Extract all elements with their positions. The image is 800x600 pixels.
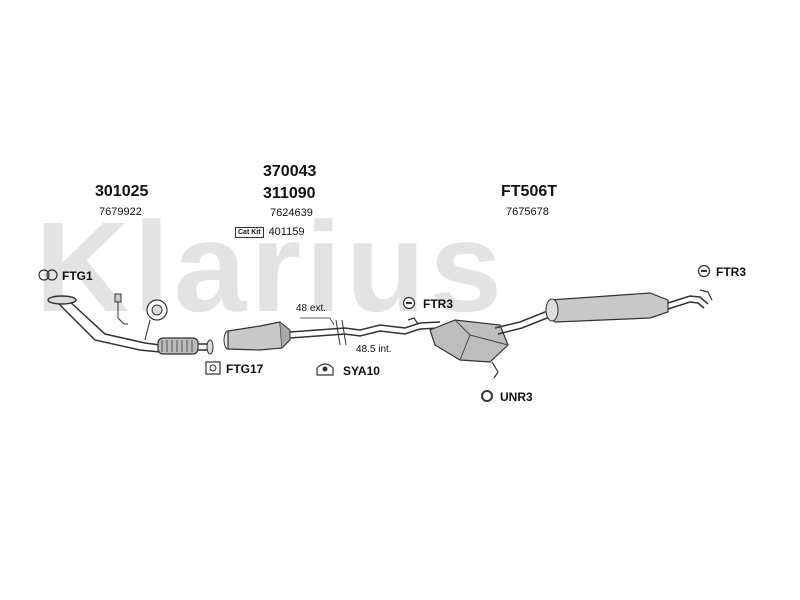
ftg1-label: FTG1 xyxy=(62,269,93,283)
ftr3-right-icon xyxy=(697,264,711,283)
unr3-icon xyxy=(480,389,494,408)
ftr3-right-label: FTR3 xyxy=(716,265,746,279)
rear-silencer xyxy=(545,289,713,323)
ftg1-icon xyxy=(38,268,58,287)
front-downpipe xyxy=(47,295,161,353)
centre-silencer xyxy=(429,307,563,363)
ftr3-mid-icon xyxy=(402,296,416,315)
lambda-sensor xyxy=(114,293,128,325)
measurement-ext: 48 ext. xyxy=(296,303,327,314)
sya10-label: SYA10 xyxy=(343,364,380,378)
ftg17-label: FTG17 xyxy=(226,362,264,376)
catalyst-part-number-a: 370043 xyxy=(263,163,317,180)
rear-silencer-part-number: FT506T xyxy=(501,183,558,200)
front-pipe-ref-number: 7679922 xyxy=(99,206,142,218)
flex-section xyxy=(157,337,214,355)
cat-kit-badge: Cat Kit xyxy=(235,226,264,238)
cat-kit-number: 401159 xyxy=(268,226,305,238)
measurement-int: 48.5 int. xyxy=(356,344,392,355)
gasket-detail xyxy=(144,299,168,341)
catalytic-converter xyxy=(223,317,421,351)
brand-watermark: Klarius xyxy=(35,196,507,339)
mount-ftr3-mid xyxy=(407,317,419,325)
catalyst-part-number-b: 311090 xyxy=(263,185,316,202)
ftg17-icon xyxy=(205,361,221,380)
hanger-rubber xyxy=(491,361,499,379)
cat-kit-row: Cat Kit 401159 xyxy=(235,226,304,238)
front-pipe-part-number: 301025 xyxy=(95,183,149,200)
sya10-icon xyxy=(315,362,335,381)
catalyst-ref-number: 7624639 xyxy=(270,207,313,219)
unr3-label: UNR3 xyxy=(500,390,533,404)
ftr3-mid-label: FTR3 xyxy=(423,297,453,311)
rear-silencer-ref-number: 7675678 xyxy=(506,206,549,218)
